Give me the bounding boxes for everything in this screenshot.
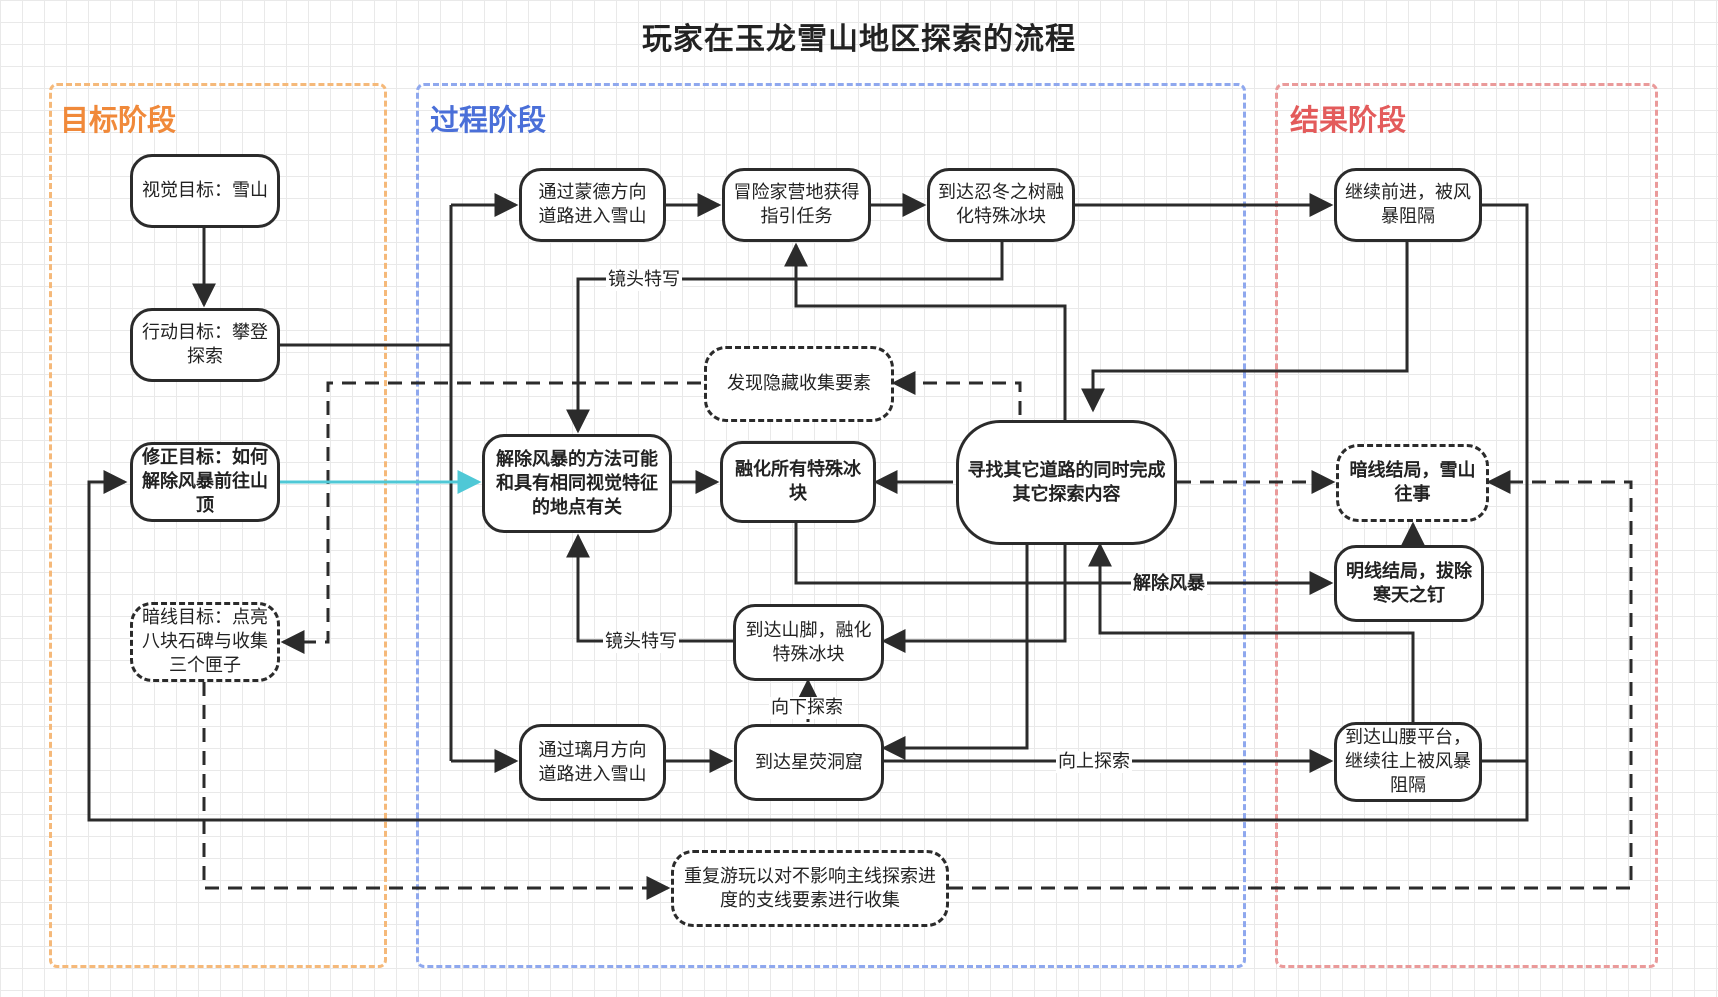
node-action-goal[interactable]: 行动目标：攀登探索: [130, 308, 280, 382]
edge-foot-to-solution: [566, 533, 733, 643]
edge-find-to-foot: [881, 545, 1067, 653]
edge-platform-to-find: [1088, 542, 1415, 722]
edge-discover-to-hidden-goal: [280, 381, 701, 654]
lane-goal-stage: [49, 83, 387, 968]
node-revise-goal[interactable]: 修正目标：如何解除风暴前往山顶: [130, 442, 280, 522]
node-frostbearing-tree[interactable]: 到达忍冬之树融化特殊冰块: [927, 168, 1075, 242]
edge-repeat-to-hidden-ending: [949, 470, 1633, 890]
diagram-title: 玩家在玉龙雪山地区探索的流程: [642, 22, 1076, 57]
node-visual-goal[interactable]: 视觉目标：雪山: [130, 154, 280, 228]
edge-tree-to-solution: [566, 242, 1004, 434]
edge-label-explore-up: 向上探索: [1056, 751, 1132, 773]
node-via-mondstadt[interactable]: 通过蒙德方向道路进入雪山: [519, 168, 666, 242]
edge-label-resolve-storm: 解除风暴: [1131, 573, 1207, 595]
node-melt-all[interactable]: 融化所有特殊冰块: [720, 441, 876, 523]
node-adventurer-camp[interactable]: 冒险家营地获得指引任务: [722, 168, 871, 242]
edge-find-to-cave: [881, 545, 1029, 760]
edge-continue-to-revise: [87, 203, 1529, 822]
edge-find-to-discover: [891, 371, 1022, 415]
node-main-ending[interactable]: 明线结局，拔除寒天之钉: [1334, 545, 1484, 622]
node-reach-foot[interactable]: 到达山脚，融化特殊冰块: [733, 604, 884, 681]
node-continue-blocked[interactable]: 继续前进，被风暴阻隔: [1334, 168, 1482, 242]
node-via-liyue[interactable]: 通过璃月方向道路进入雪山: [519, 724, 666, 801]
lane-goal-label: 目标阶段: [60, 103, 177, 137]
node-find-other-paths[interactable]: 寻找其它道路的同时完成其它探索内容: [956, 420, 1177, 545]
edge-continue-to-find: [1081, 242, 1409, 413]
edge-hidden-goal-to-repeat: [202, 682, 671, 900]
edge-label-closeup-top: 镜头特写: [606, 269, 682, 291]
node-hidden-ending[interactable]: 暗线结局，雪山往事: [1336, 444, 1489, 522]
node-storm-solution[interactable]: 解除风暴的方法可能和具有相同视觉特征的地点有关: [482, 434, 672, 533]
node-discover-hidden[interactable]: 发现隐藏收集要素: [704, 346, 894, 422]
edge-find-to-camp: [784, 242, 1067, 423]
lane-process-label: 过程阶段: [430, 103, 547, 137]
node-repeat-play[interactable]: 重复游玩以对不影响主线探索进度的支线要素进行收集: [671, 850, 949, 927]
node-hidden-goal[interactable]: 暗线目标：点亮八块石碑与收集三个匣子: [130, 602, 280, 682]
node-star-cave[interactable]: 到达星荧洞窟: [734, 724, 884, 801]
lane-result-stage: [1275, 83, 1658, 968]
edge-label-closeup-bottom: 镜头特写: [603, 631, 679, 653]
lane-process-stage: [416, 83, 1246, 968]
edge-label-explore-down: 向下探索: [769, 697, 845, 719]
node-mid-platform[interactable]: 到达山腰平台，继续往上被风暴阻隔: [1334, 722, 1482, 802]
lane-result-label: 结果阶段: [1290, 103, 1407, 137]
